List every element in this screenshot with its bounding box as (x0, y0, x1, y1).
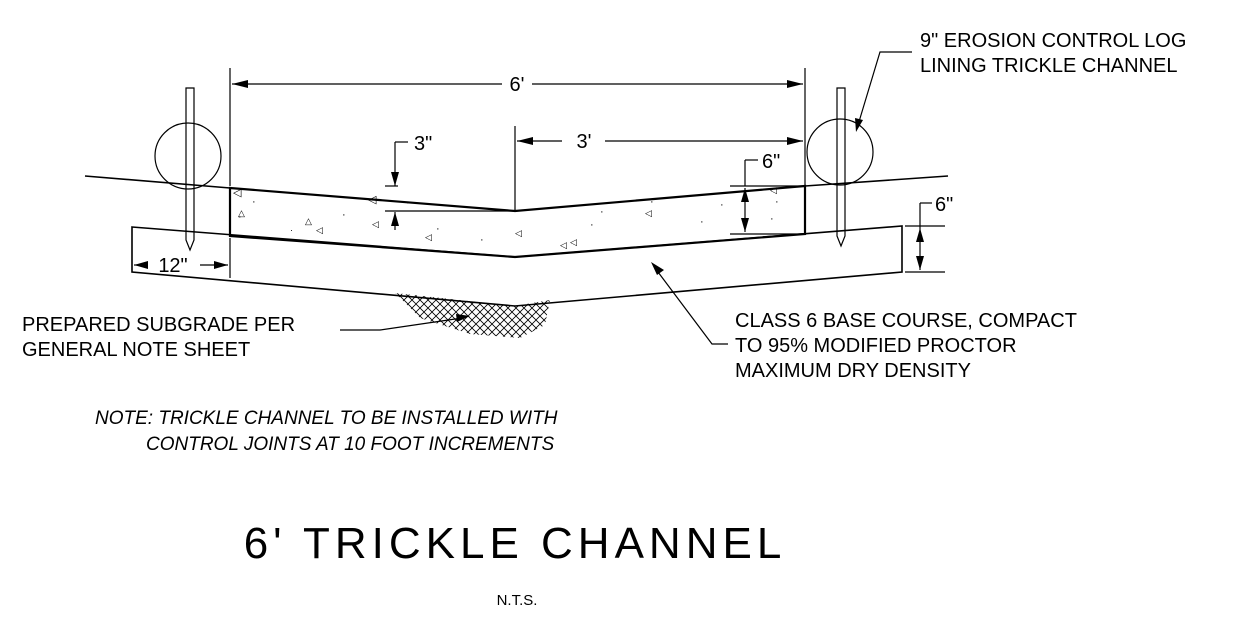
svg-text:·: · (720, 199, 724, 211)
svg-text:◁: ◁ (645, 208, 652, 218)
concrete-channel: ◁ · · △ △ ◁ · · ◁ ◁ ◁ · · ◁ ◁ ◁ · · ◁ · … (228, 184, 807, 259)
callout-erosion-log-line2: LINING TRICKLE CHANNEL (920, 55, 1177, 77)
leader-erosion-log (855, 51, 912, 132)
svg-text:·: · (770, 213, 774, 225)
dim-overall-label: 6' (510, 74, 525, 96)
svg-text:◁: ◁ (570, 237, 577, 247)
dimension-overall-width: 6' (229, 68, 806, 186)
dim-base-thickness-label: 6" (935, 194, 953, 216)
svg-text:◁: ◁ (560, 240, 567, 250)
callout-base-course: CLASS 6 BASE COURSE, COMPACT TO 95% MODI… (735, 310, 1077, 382)
svg-text:△: △ (238, 208, 245, 218)
svg-text:·: · (480, 234, 484, 246)
drawing-title: 6' TRICKLE CHANNEL (244, 519, 787, 568)
installation-note: NOTE: TRICKLE CHANNEL TO BE INSTALLED WI… (95, 408, 558, 455)
dimension-base-thickness: 6" (905, 194, 953, 273)
dim-edge-depth-label: 6" (762, 151, 780, 173)
leader-subgrade (340, 314, 470, 331)
svg-text:·: · (342, 209, 346, 221)
svg-text:·: · (700, 216, 704, 228)
dim-center-depth-label: 3" (414, 133, 432, 155)
svg-text:·: · (290, 225, 293, 235)
callout-erosion-log: 9" EROSION CONTROL LOG LINING TRICKLE CH… (920, 30, 1186, 77)
existing-ground-line (84, 175, 949, 189)
svg-text:◁: ◁ (425, 232, 432, 242)
callout-base-course-line1: CLASS 6 BASE COURSE, COMPACT (735, 310, 1077, 332)
erosion-log-left (154, 87, 222, 252)
note-line2: CONTROL JOINTS AT 10 FOOT INCREMENTS (146, 434, 555, 455)
svg-text:·: · (775, 196, 779, 208)
callout-base-course-line3: MAXIMUM DRY DENSITY (735, 360, 971, 382)
svg-text:·: · (590, 219, 594, 231)
svg-text:◁: ◁ (233, 187, 242, 199)
erosion-log-right (806, 87, 874, 248)
svg-text:·: · (650, 196, 654, 208)
dimension-overhang: 12" (134, 238, 231, 278)
callout-subgrade-line1: PREPARED SUBGRADE PER (22, 314, 295, 336)
svg-text:◁: ◁ (515, 228, 522, 238)
dimension-edge-depth: 6" (730, 151, 805, 235)
leader-base-course (651, 262, 728, 345)
svg-text:·: · (252, 196, 256, 208)
svg-text:◁: ◁ (368, 194, 377, 206)
callout-erosion-log-line1: 9" EROSION CONTROL LOG (920, 30, 1186, 52)
scale-label: N.T.S. (497, 592, 538, 609)
svg-text:◁: ◁ (372, 219, 379, 229)
dim-half-label: 3' (577, 131, 592, 153)
svg-text:·: · (238, 211, 242, 223)
svg-text:·: · (600, 206, 604, 218)
prepared-subgrade (395, 293, 550, 338)
svg-text:◁: ◁ (316, 225, 323, 235)
svg-text:·: · (406, 197, 410, 209)
dimension-center-depth: 3" (385, 133, 515, 230)
callout-subgrade-line2: GENERAL NOTE SHEET (22, 339, 250, 361)
dim-overhang-label: 12" (158, 255, 187, 277)
note-line1: NOTE: TRICKLE CHANNEL TO BE INSTALLED WI… (95, 408, 558, 429)
callout-subgrade: PREPARED SUBGRADE PER GENERAL NOTE SHEET (22, 314, 295, 361)
dimension-half-width: 3' (514, 126, 803, 212)
callout-base-course-line2: TO 95% MODIFIED PROCTOR (735, 335, 1017, 357)
svg-text:△: △ (305, 216, 312, 226)
svg-text:◁: ◁ (770, 185, 777, 195)
svg-text:·: · (436, 223, 440, 235)
